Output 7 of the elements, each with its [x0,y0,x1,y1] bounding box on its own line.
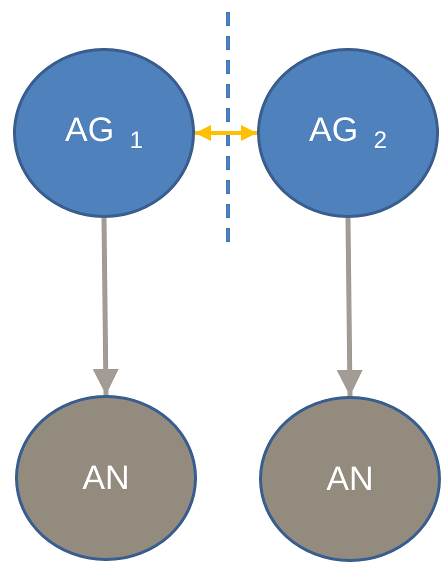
node-label: AN [82,458,130,498]
arrow [195,125,257,141]
node-label: AG $_{1}$ [65,110,143,156]
arrow [336,218,363,396]
arrow [92,218,119,396]
node-label: AG $_{2}$ [309,110,387,156]
node-label: AN [326,460,374,498]
